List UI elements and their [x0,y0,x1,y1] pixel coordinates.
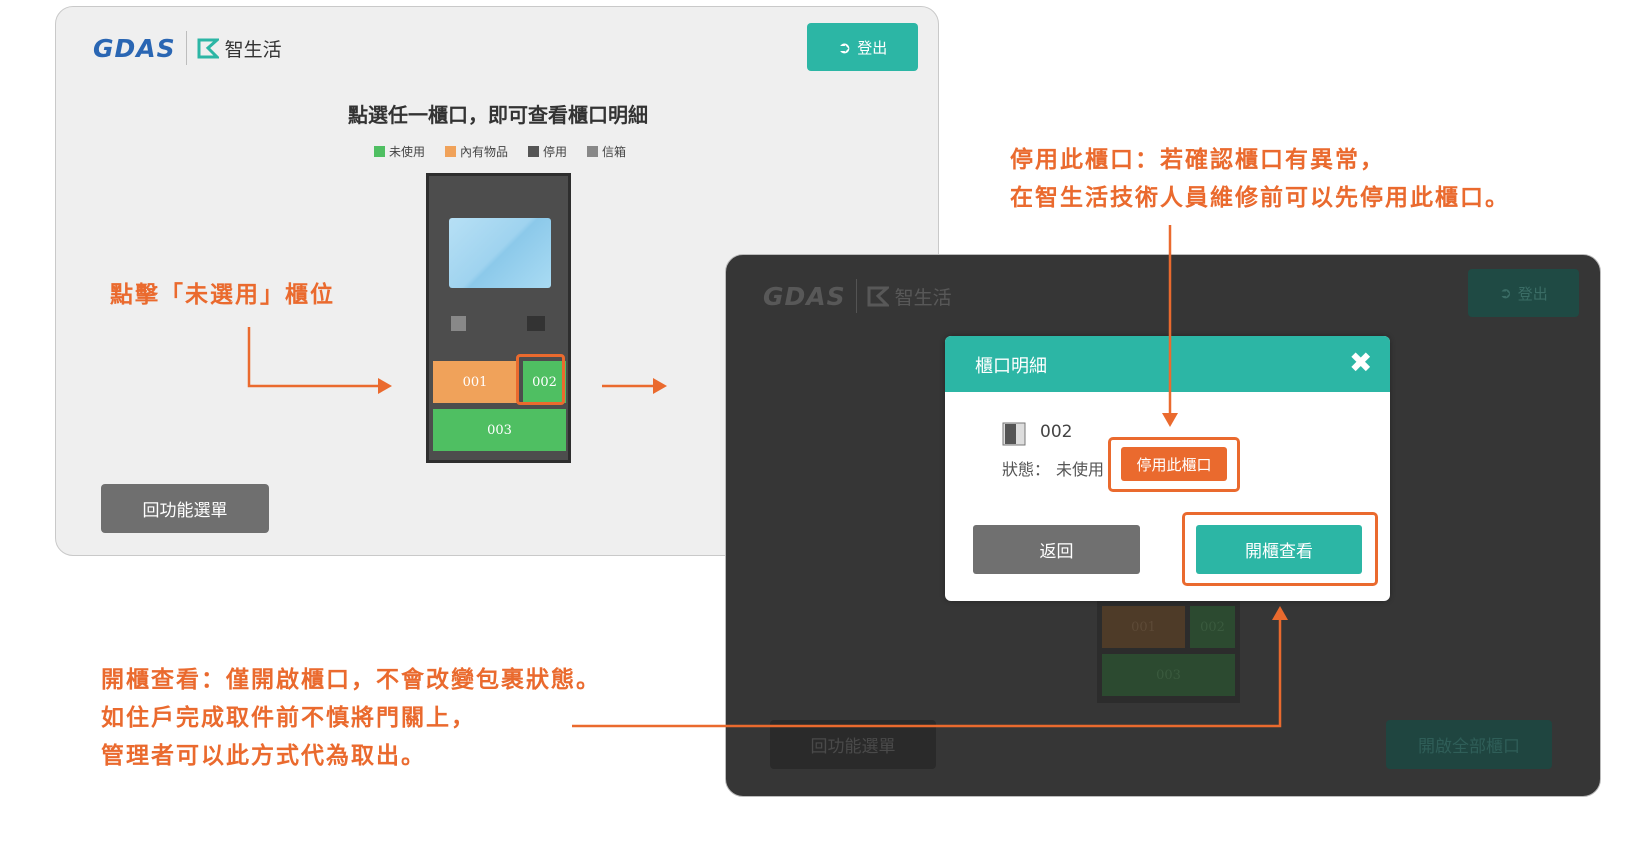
legend: 未使用 內有物品 停用 信箱 [374,143,626,160]
compartment-id: 001 [1131,619,1156,635]
back-to-menu-button[interactable]: 回功能選單 [101,484,269,533]
gdas-logo-text: GDAS [763,281,846,311]
open-all-lockers-button-dimmed: 開啟全部櫃口 [1386,720,1552,769]
annotation-open-line3: 管理者可以此方式代為取出。 [101,743,426,769]
modal-header: 櫃口明細 ✖ [945,336,1390,392]
highlight-open-button [1182,512,1378,586]
annotation-disable-line1: 停用此櫃口：若確認櫃口有異常， [1010,147,1385,173]
open-locker-button[interactable]: 開櫃查看 [1196,525,1362,574]
legend-swatch [528,146,540,157]
compartment-id: 003 [487,422,512,438]
arrowhead [378,378,392,394]
status-value: 未使用 [1056,460,1105,479]
compartment-003[interactable]: 003 [433,409,566,451]
status-label: 狀態： [1002,460,1051,479]
logout-label: 登出 [857,38,888,57]
logout-button[interactable]: ➲ 登出 [807,23,918,71]
locker-cabinet: 001 002 003 [426,173,571,463]
legend-label: 未使用 [389,145,426,159]
logo-divider [185,31,187,65]
compartment-id: 002 [532,374,557,390]
compartment-001[interactable]: 001 [433,361,517,403]
compartment-003: 003 [1102,654,1235,696]
annotation-disable: 停用此櫃口：若確認櫃口有異常， 在智生活技術人員維修前可以先停用此櫃口。 [1010,141,1510,217]
modal-title: 櫃口明細 [975,356,1047,377]
annotation-open: 開櫃查看：僅開啟櫃口，不會改變包裹狀態。 如住戶完成取件前不慎將門關上， 管理者… [101,661,601,775]
logo-divider [855,279,857,313]
arrowhead [1272,606,1288,620]
compartment-id: 002 [1200,619,1225,635]
arrow-to-compartment [247,327,384,388]
arrow-to-open-button [572,618,1282,728]
legend-label: 內有物品 [460,145,509,159]
arrowhead [1162,413,1178,427]
logout-button-dimmed: ➲ 登出 [1468,269,1579,317]
logo-zh-text: 智生活 [894,286,952,309]
logout-icon: ➲ [1499,284,1512,302]
highlight-compartment-002 [516,354,565,405]
close-icon[interactable]: ✖ [1349,346,1373,379]
legend-item-occupied: 內有物品 [445,143,508,160]
legend-swatch [445,146,457,157]
back-to-menu-button-dimmed: 回功能選單 [770,720,936,769]
compartment-002[interactable]: 002 [523,361,566,403]
annotation-click-unused: 點擊「未選用」櫃位 [110,282,335,308]
legend-swatch [374,146,385,157]
locker-door-icon [1002,422,1026,446]
locker-detail-panel: GDAS 智生活 ➲ 登出 001 002 003 回功能選單 開啟全部櫃口 櫃… [725,254,1601,797]
legend-swatch [587,146,599,157]
locker-id: 002 [1040,422,1073,442]
locker-screen [449,218,551,288]
legend-item-unused: 未使用 [374,143,425,160]
modal-back-button[interactable]: 返回 [973,525,1140,574]
locker-camera [527,316,545,331]
gdas-logo-text: GDAS [93,33,176,63]
compartment-id: 003 [1156,667,1181,683]
app-logo-dimmed: GDAS 智生活 [763,279,952,313]
zhishenghuo-logo-icon [867,285,891,307]
page-title: 點選任一櫃口，即可查看櫃口明細 [348,103,648,127]
logout-label: 登出 [1517,284,1548,303]
compartment-002: 002 [1190,606,1235,648]
app-logo: GDAS 智生活 [93,31,282,65]
compartment-id: 001 [462,374,488,390]
logo-zh-text: 智生活 [224,38,282,61]
compartment-001: 001 [1102,606,1185,648]
locker-scanner [451,316,466,331]
locker-cabinet-dimmed: 001 002 003 [1097,600,1240,703]
annotation-disable-line2: 在智生活技術人員維修前可以先停用此櫃口。 [1010,185,1510,211]
highlight-disable-button [1108,437,1240,492]
legend-item-disabled: 停用 [528,143,567,160]
annotation-open-line1: 開櫃查看：僅開啟櫃口，不會改變包裹狀態。 [101,667,601,693]
arrowhead [653,378,667,394]
annotation-open-line2: 如住戶完成取件前不慎將門關上， [101,705,476,731]
logout-icon: ➲ [837,37,852,57]
legend-label: 信箱 [602,145,627,159]
zhishenghuo-logo-icon [197,37,221,59]
disable-locker-button[interactable]: 停用此櫃口 [1121,447,1227,481]
locker-detail-modal: 櫃口明細 ✖ 002 狀態： 未使用 停用此櫃口 返回 開櫃查看 [945,336,1390,601]
legend-item-mailbox: 信箱 [587,143,626,160]
legend-label: 停用 [543,145,568,159]
